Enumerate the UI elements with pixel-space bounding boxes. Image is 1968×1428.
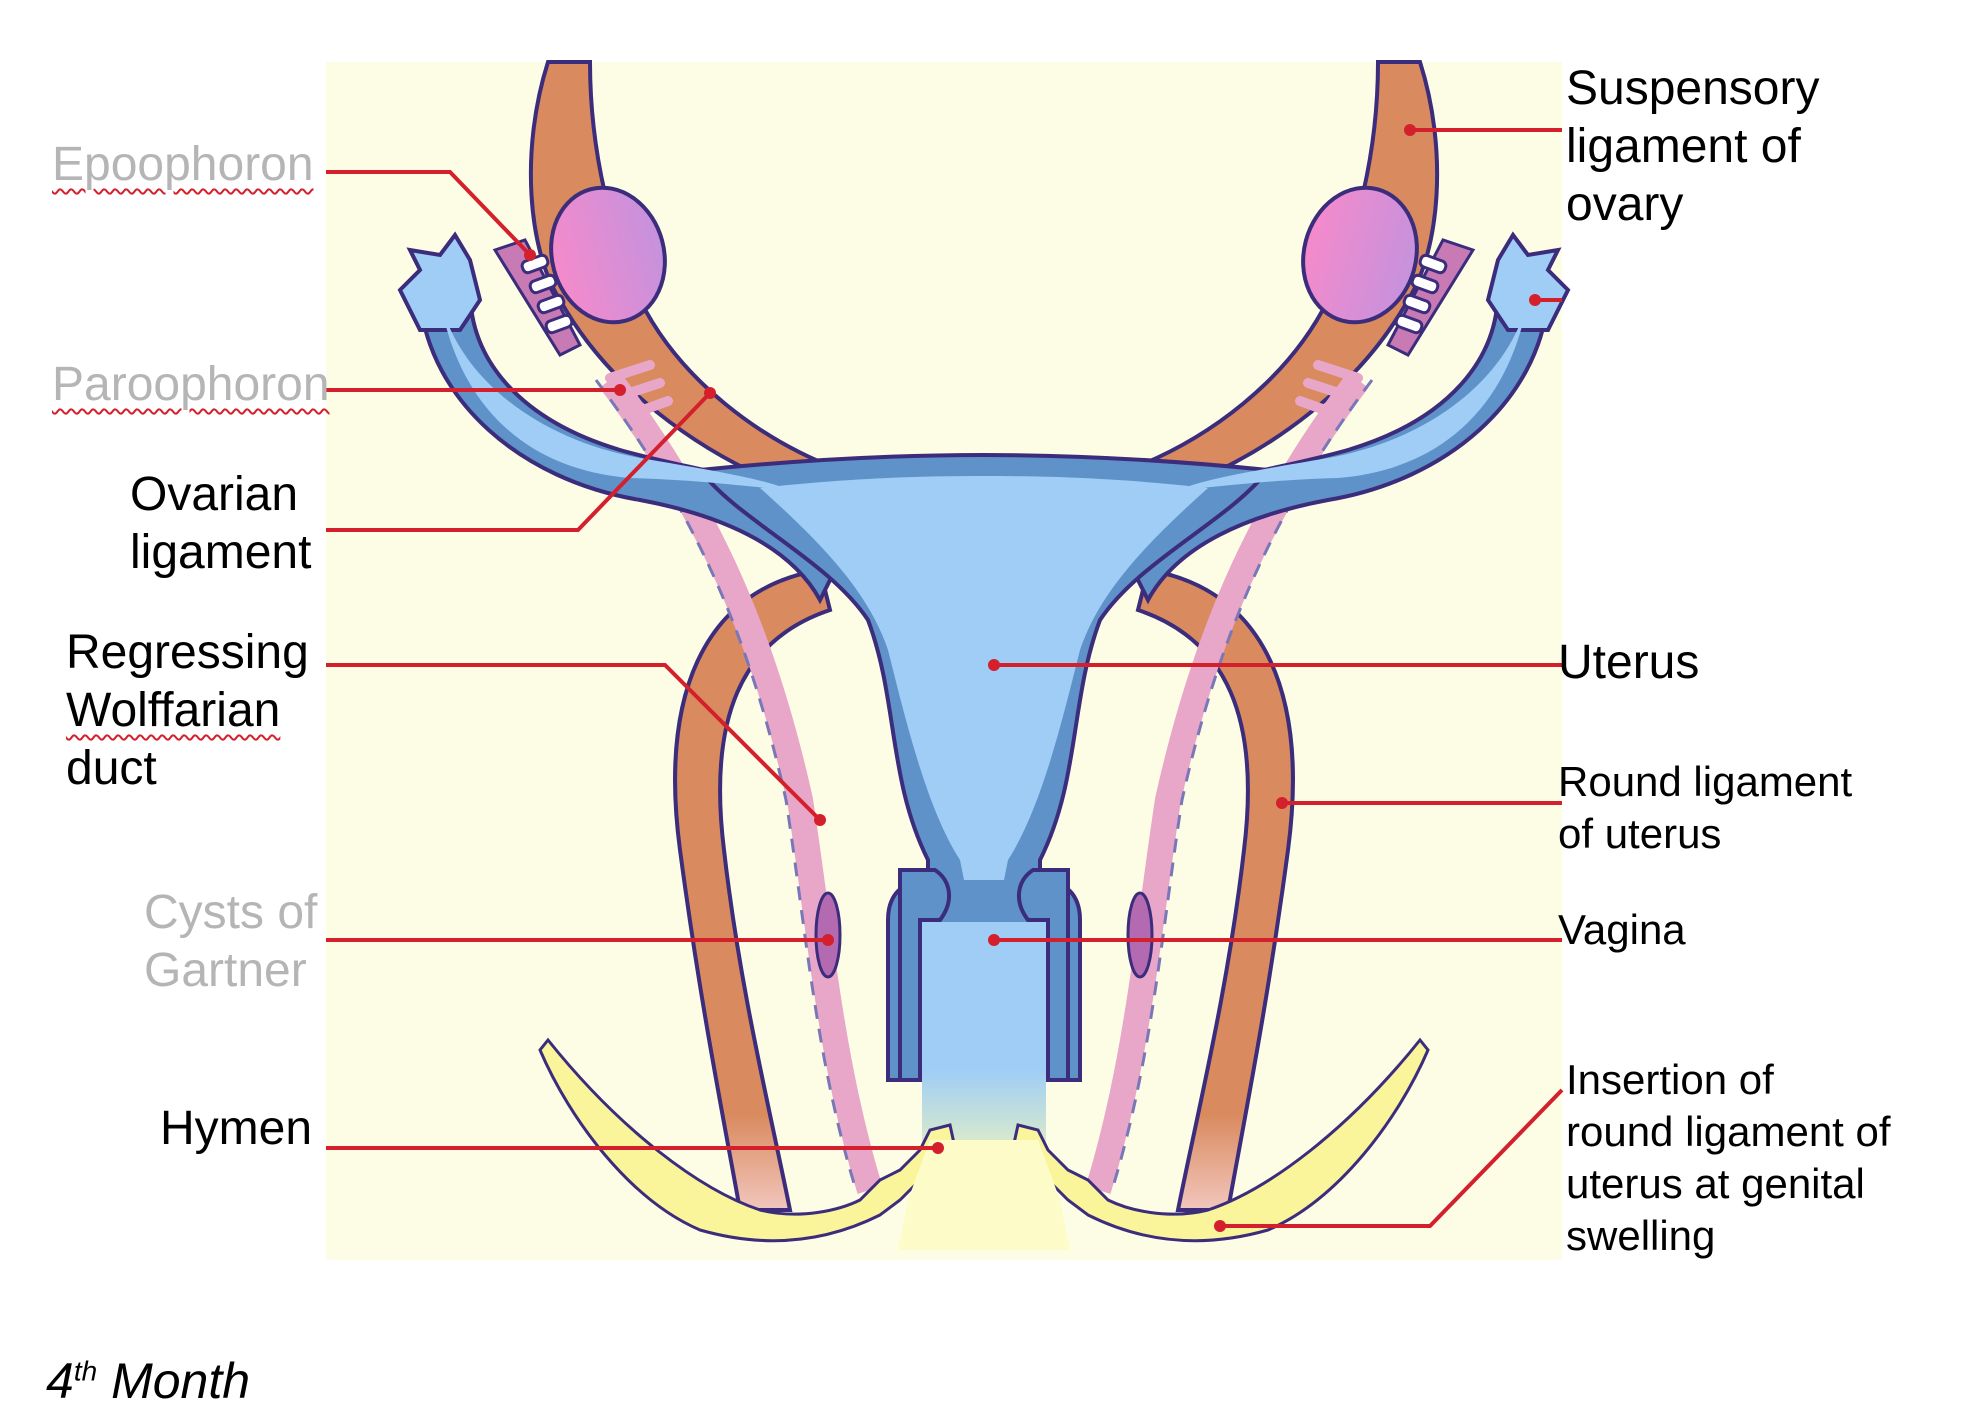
label-round-ligament: Round ligament of uterus bbox=[1558, 758, 1853, 857]
label-regressing-wolffarian-duct: Regressing Wolffarian duct bbox=[66, 626, 309, 795]
vagina-shape bbox=[898, 868, 1070, 1190]
leader-lines bbox=[326, 128, 1564, 1228]
epoophoron-tubules bbox=[492, 238, 1476, 357]
paroophoron-tubules bbox=[605, 360, 1363, 419]
label-suspensory-ligament: Suspensory ligament of ovary bbox=[1566, 62, 1820, 231]
label-epoophoron: Epoophoron bbox=[52, 138, 314, 191]
label-paroophoron: Paroophoron bbox=[52, 358, 330, 411]
label-cysts-of-gartner: Cysts of Gartner bbox=[144, 886, 318, 997]
label-ovarian-ligament: Ovarian ligament bbox=[130, 468, 312, 579]
caption-4th-month: 4th Month bbox=[46, 1353, 251, 1409]
label-uterus: Uterus bbox=[1558, 636, 1700, 689]
leader-epoophoron bbox=[326, 170, 532, 257]
label-insertion-round-ligament: Insertion of round ligament of uterus at… bbox=[1566, 1056, 1891, 1259]
leader-ovarian-ligament bbox=[326, 391, 712, 532]
ovaries bbox=[549, 185, 1419, 325]
genital-swelling bbox=[538, 1037, 1430, 1250]
leader-dots bbox=[524, 124, 1541, 1232]
label-vagina: Vagina bbox=[1558, 906, 1686, 953]
leader-regressing-duct bbox=[326, 663, 822, 822]
label-hymen: Hymen bbox=[160, 1102, 313, 1155]
leader-insertion bbox=[1220, 1088, 1564, 1228]
uterus-and-tubes bbox=[397, 231, 1571, 1082]
